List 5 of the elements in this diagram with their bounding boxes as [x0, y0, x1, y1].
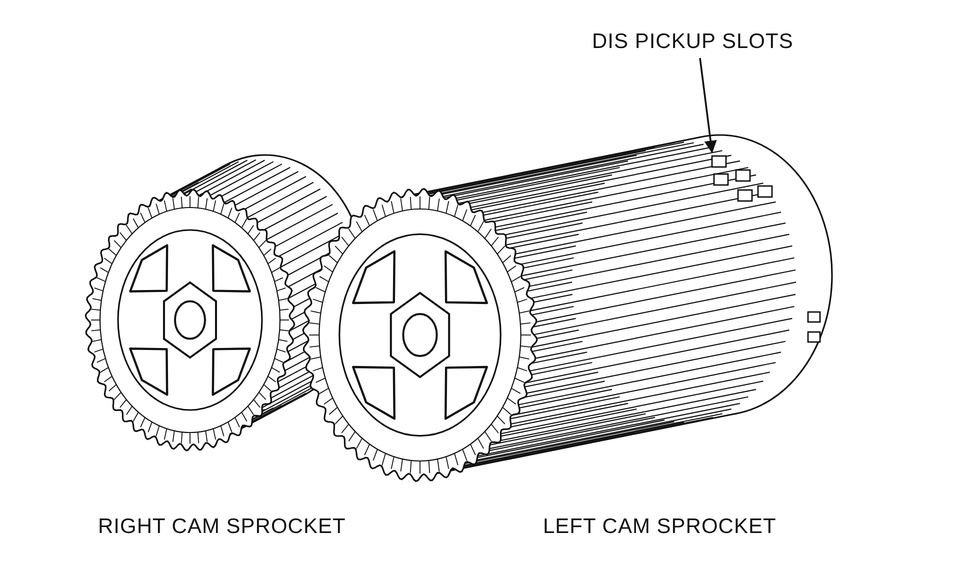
part-caption: RIGHT CAM SPROCKET: [98, 515, 346, 539]
leader-line: [699, 58, 717, 154]
part-caption: LEFT CAM SPROCKET: [543, 515, 776, 539]
callout-text: DIS PICKUP SLOTS: [592, 30, 794, 54]
pickup-slots: [711, 155, 773, 202]
